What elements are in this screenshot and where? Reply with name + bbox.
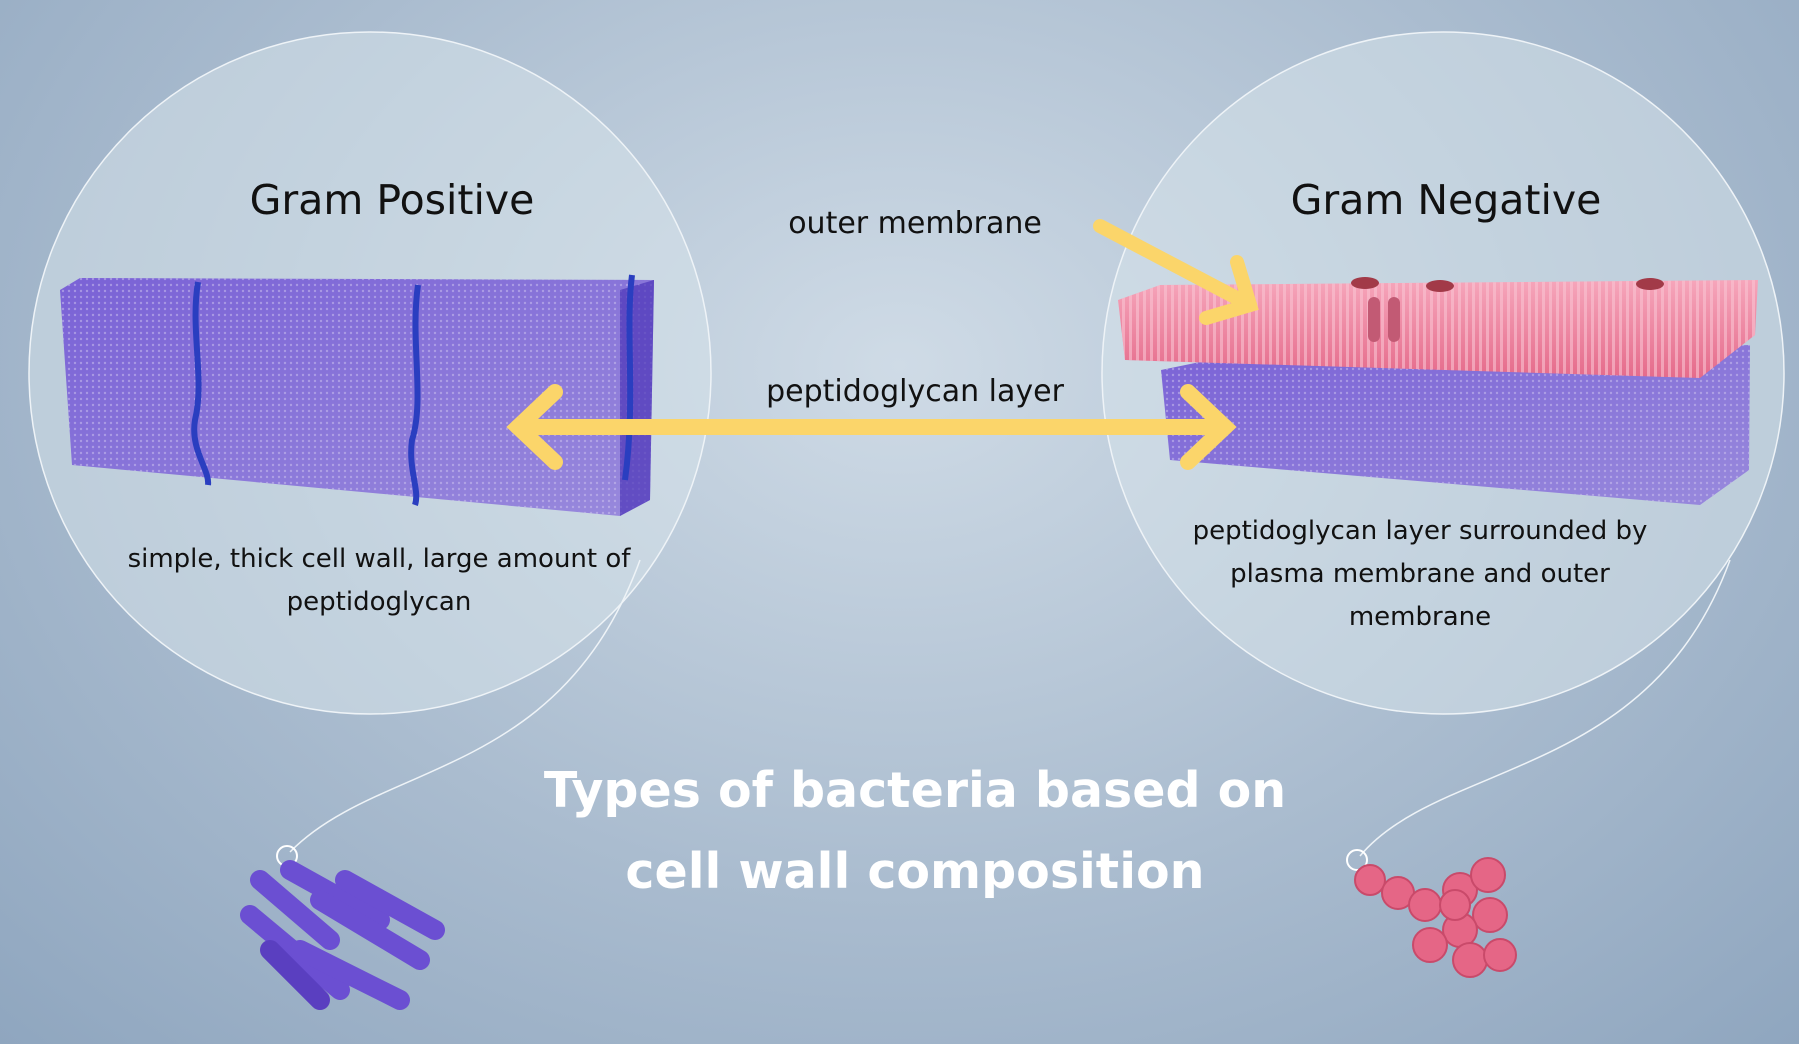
- main-title: Types of bacteria based on cell wall com…: [544, 750, 1286, 912]
- gram-negative-title: Gram Negative: [1290, 176, 1602, 224]
- caption-line: peptidoglycan layer surrounded by: [1192, 516, 1648, 546]
- caption-line: plasma membrane and outer: [1230, 559, 1610, 589]
- outer-membrane-arrow: [1093, 219, 1259, 325]
- outer-membrane-label: outer membrane: [788, 206, 1042, 241]
- cocci-bacteria-cluster: [1354, 857, 1517, 978]
- main-title-line: Types of bacteria based on: [543, 762, 1287, 819]
- gram-positive-title: Gram Positive: [249, 176, 535, 224]
- caption-line: simple, thick cell wall, large amount of: [127, 544, 631, 574]
- gram-negative-cell-wall-block: [1118, 277, 1758, 505]
- peptidoglycan-double-arrow: [506, 384, 1237, 470]
- gram-positive-caption: simple, thick cell wall, large amount of…: [128, 538, 631, 624]
- main-title-line: cell wall composition: [625, 843, 1205, 900]
- gram-positive-cell-wall-block: [60, 274, 654, 516]
- caption-line: membrane: [1348, 602, 1492, 632]
- rod-bacteria-cluster: [240, 860, 445, 1010]
- caption-line: peptidoglycan: [286, 587, 472, 617]
- gram-negative-caption: peptidoglycan layer surrounded by plasma…: [1193, 510, 1648, 639]
- peptidoglycan-label: peptidoglycan layer: [766, 374, 1064, 409]
